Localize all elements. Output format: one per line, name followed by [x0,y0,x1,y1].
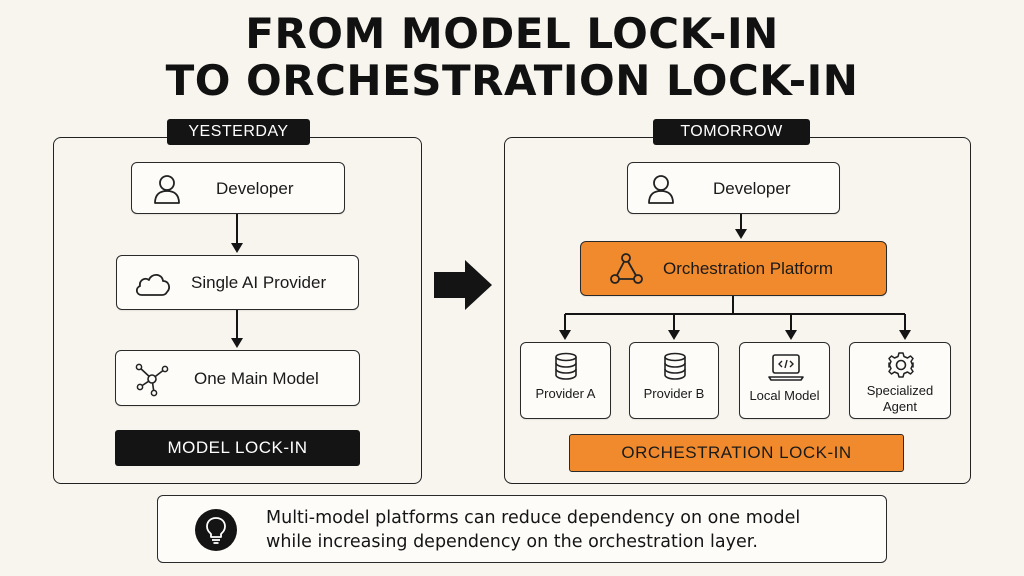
yesterday-developer-box: Developer [131,162,345,214]
specialized-agent-box: Specialized Agent [849,342,951,419]
one-main-model-box: One Main Model [115,350,360,406]
developer-label: Developer [713,179,791,198]
tomorrow-tag: TOMORROW [653,119,810,145]
title-line-1: FROM MODEL LOCK-IN [245,9,779,58]
single-ai-provider-box: Single AI Provider [116,255,359,310]
single-ai-provider-label: Single AI Provider [191,273,327,292]
lightbulb-icon [195,509,237,551]
laptop-code-icon [768,354,804,381]
title-line-2: TO ORCHESTRATION LOCK-IN [165,56,859,105]
database-icon [555,352,577,380]
model-lock-in-band: MODEL LOCK-IN [115,430,360,466]
specialized-agent-line-1: Specialized [866,383,934,398]
note-line-1: Multi-model platforms can reduce depende… [266,508,801,528]
insight-note: Multi-model platforms can reduce depende… [157,495,887,563]
note-line-2: while increasing dependency on the orche… [266,532,758,552]
page-title: FROM MODEL LOCK-IN TO ORCHESTRATION LOCK… [0,10,1024,104]
local-model-box: Local Model [739,342,830,419]
database-icon [664,352,686,380]
provider-b-label: Provider B [643,386,705,401]
orchestration-platform-box: Orchestration Platform [580,241,887,296]
gear-icon [888,352,914,378]
user-icon [648,175,674,204]
tomorrow-developer-box: Developer [627,162,840,214]
network-icon [135,363,169,397]
orchestration-platform-label: Orchestration Platform [663,259,834,278]
provider-a-label: Provider A [535,386,596,401]
cloud-icon [135,273,170,296]
yesterday-tag: YESTERDAY [167,119,310,145]
one-main-model-label: One Main Model [194,369,319,388]
specialized-agent-line-2: Agent [883,399,917,414]
local-model-label: Local Model [749,388,820,403]
provider-b-box: Provider B [629,342,719,419]
orchestration-nodes-icon [610,253,643,284]
note-text: Multi-model platforms can reduce depende… [266,506,800,554]
provider-a-box: Provider A [520,342,611,419]
orchestration-lock-in-band: ORCHESTRATION LOCK-IN [569,434,904,472]
specialized-agent-label: Specialized Agent [850,383,950,415]
developer-label: Developer [216,179,294,198]
user-icon [154,175,180,204]
